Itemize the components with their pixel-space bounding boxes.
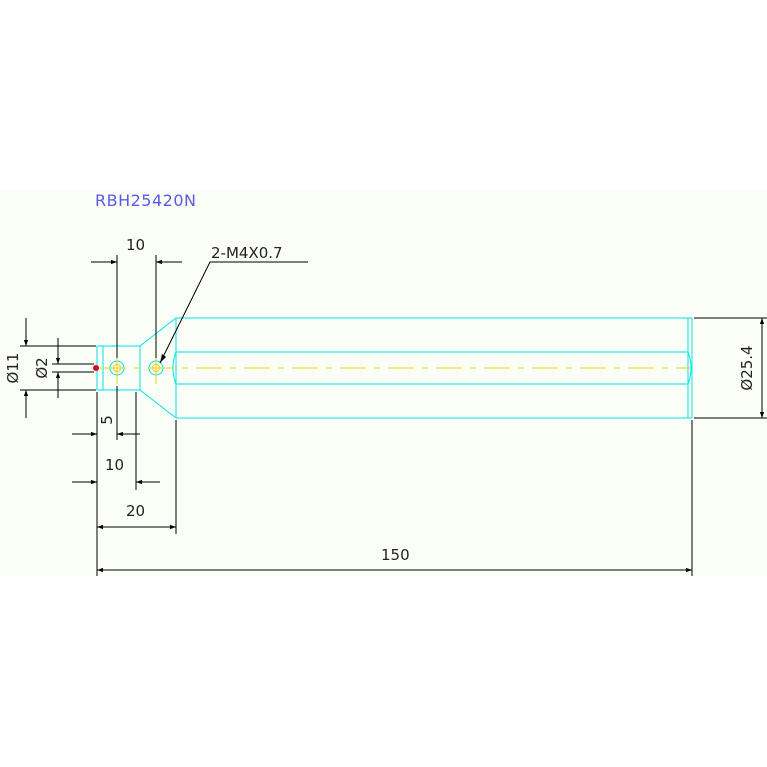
- thread-callout-label: 2-M4X0.7: [211, 244, 283, 262]
- dim-offset-5: 5: [72, 386, 140, 440]
- dim-text-dia-11: Ø11: [4, 353, 22, 384]
- dim-text-10-top: 10: [126, 236, 145, 254]
- dim-taper-20: 20: [96, 420, 177, 534]
- dim-text-20: 20: [126, 502, 145, 520]
- taper-bottom-edge: [139, 389, 177, 419]
- part-number-title: RBH25420N: [95, 191, 197, 210]
- dim-dia-25-4: Ø25.4: [694, 317, 767, 419]
- dim-text-dia-2: Ø2: [33, 357, 51, 378]
- dim-dia-2: Ø2: [33, 338, 94, 398]
- leader-line: [159, 261, 308, 364]
- dim-text-5: 5: [98, 415, 116, 425]
- leader-arrow: [160, 354, 166, 363]
- dim-hole-spacing: 10: [91, 236, 182, 358]
- thread-callout: 2-M4X0.7: [159, 244, 308, 364]
- dim-overall-150: 150: [96, 420, 693, 576]
- dim-offset-10: 10: [72, 392, 160, 490]
- dim-text-dia-25-4: Ø25.4: [738, 345, 756, 390]
- dim-text-150: 150: [381, 546, 410, 564]
- center-hole-marker: [93, 365, 99, 371]
- body-end-arc: [687, 351, 692, 385]
- drawing-sheet: [0, 189, 767, 576]
- taper-top-edge: [139, 317, 177, 347]
- dim-text-10-lower: 10: [105, 456, 124, 474]
